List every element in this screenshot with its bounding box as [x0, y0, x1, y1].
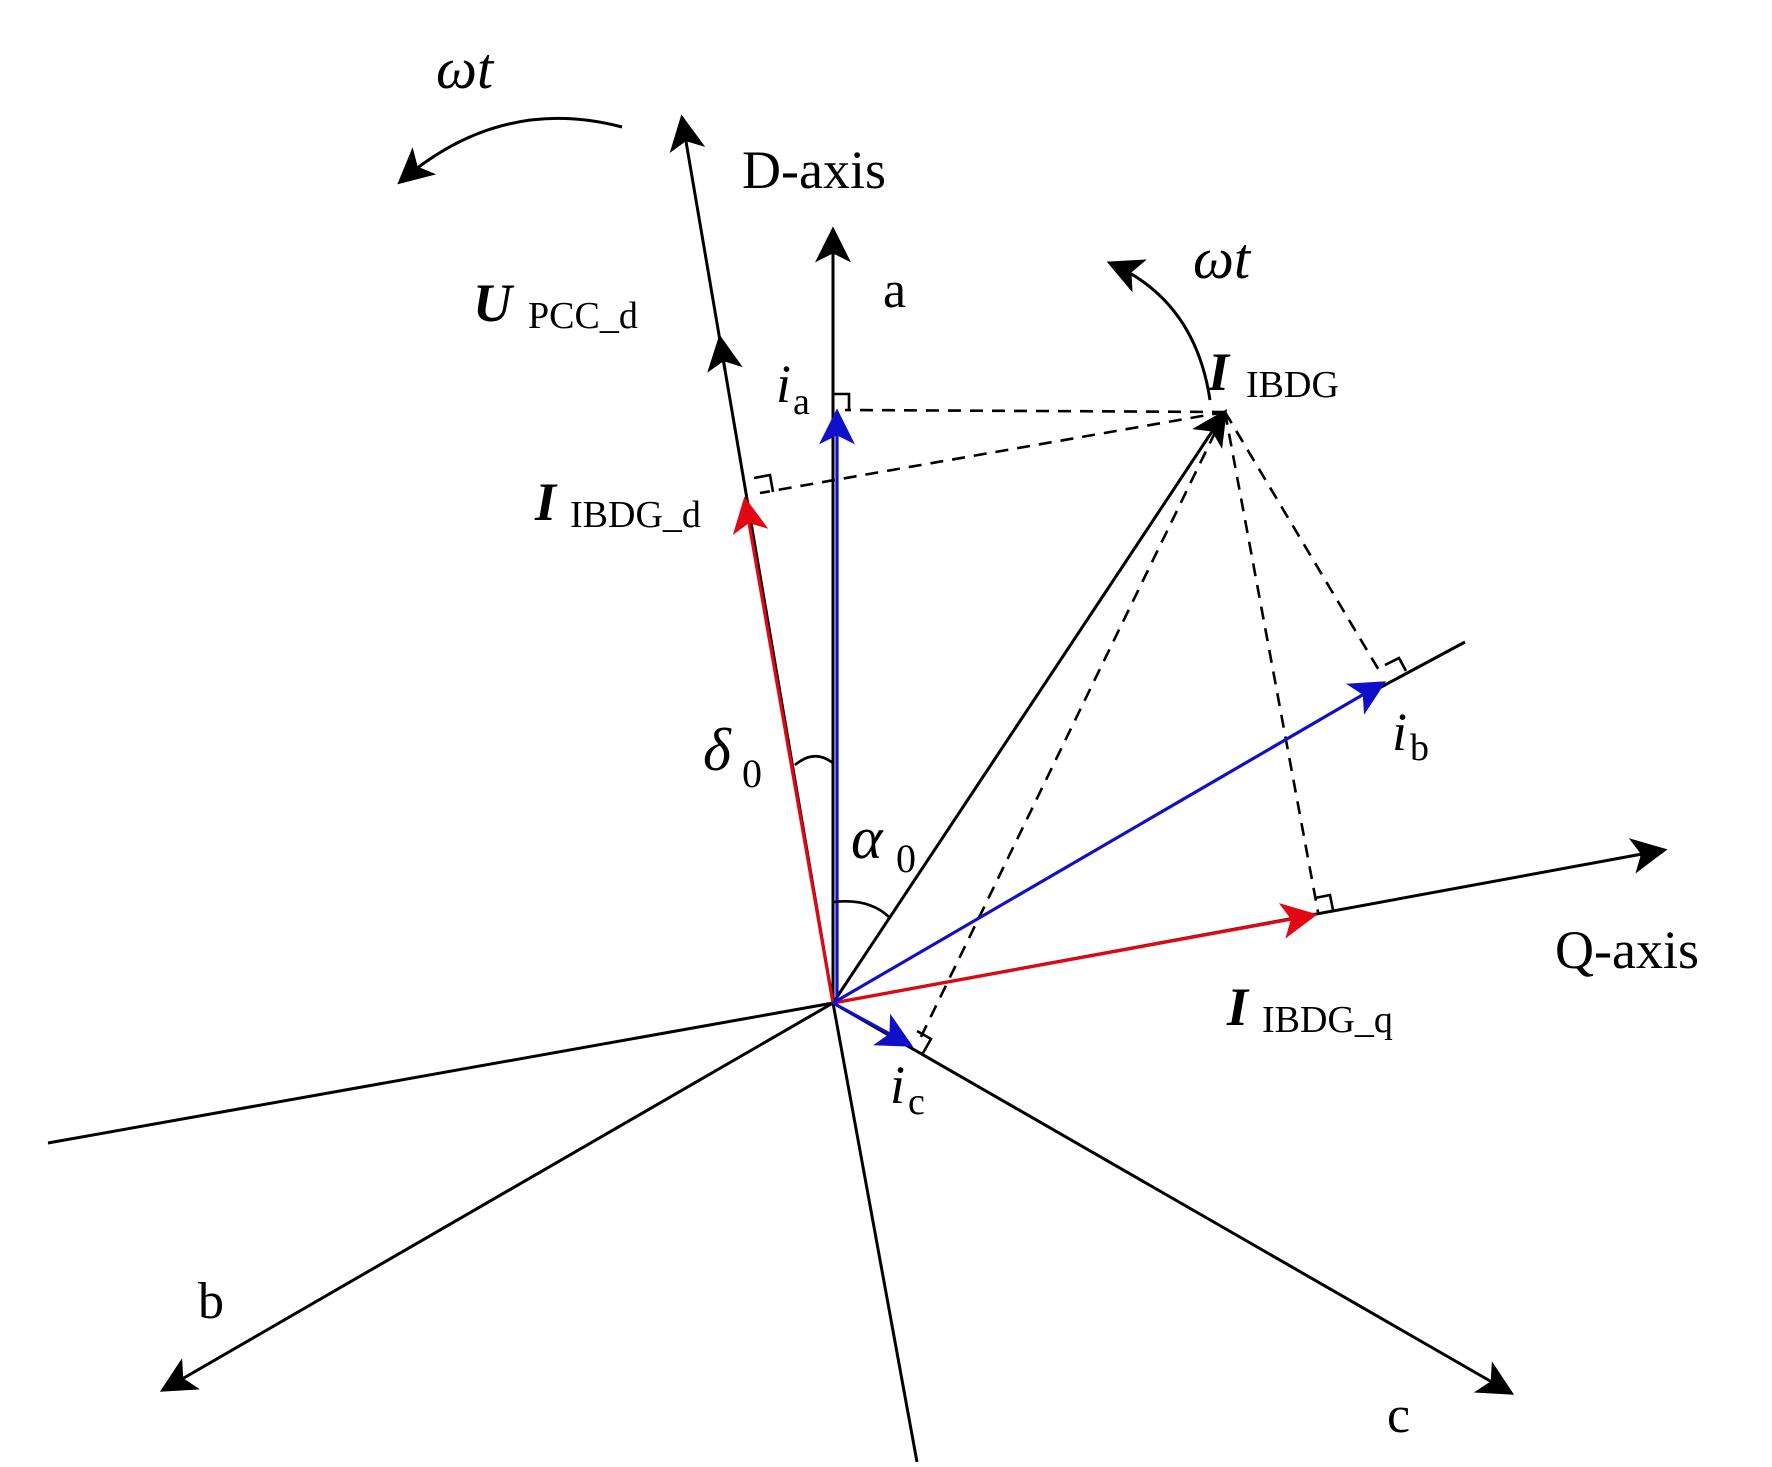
i-ibdg-d-label: I IBDG_d	[534, 472, 701, 536]
ic-phasor	[832, 1001, 914, 1047]
svg-text:U: U	[473, 273, 515, 333]
ic-label: i c	[890, 1055, 925, 1123]
rotation-arrows	[397, 116, 1212, 401]
svg-text:a: a	[793, 381, 810, 423]
d-axis-extension	[831, 1002, 919, 1463]
right-angle-ia	[833, 392, 851, 411]
u-pcc-d-arrowhead	[707, 334, 743, 373]
rotation-arrow-right	[1106, 259, 1212, 401]
proj-to-ic	[915, 411, 1227, 1046]
right-angle-ibdg-d	[753, 473, 775, 493]
svg-text:I: I	[1226, 977, 1250, 1037]
alpha-arc	[833, 900, 891, 919]
right-angle-ic	[916, 1029, 933, 1054]
projection-lines	[759, 408, 1382, 1046]
q-axis-extension	[47, 1001, 834, 1145]
u-pcc-d-label: U PCC_d	[473, 273, 638, 337]
ia-label: i a	[776, 354, 810, 423]
i-ibdg-q-label: I IBDG_q	[1226, 977, 1393, 1041]
svg-text:i: i	[890, 1055, 905, 1115]
right-angle-ibdg-q	[1314, 893, 1335, 911]
phase-a-label: a	[883, 262, 906, 319]
d-axis-label: D-axis	[742, 140, 886, 200]
i-ibdg-q-phasor	[832, 903, 1318, 1005]
phase-b-label: b	[198, 1273, 224, 1330]
svg-text:0: 0	[896, 836, 916, 881]
ib-axis-extension	[1369, 640, 1466, 695]
right-angle-markers	[753, 392, 1408, 1054]
svg-text:IBDG_q: IBDG_q	[1262, 999, 1393, 1041]
proj-to-ibdg-q	[1223, 411, 1320, 913]
b-axis-line	[159, 1001, 834, 1392]
svg-text:i: i	[1392, 702, 1407, 762]
svg-text:IBDG_d: IBDG_d	[570, 494, 701, 536]
omega-t-left-label: ωt	[436, 36, 495, 101]
svg-text:c: c	[908, 1081, 925, 1123]
proj-to-ia	[844, 408, 1226, 414]
red-phasors	[732, 496, 1318, 1005]
ib-label: i b	[1392, 702, 1429, 769]
proj-to-ib	[1223, 411, 1382, 673]
svg-text:I: I	[534, 472, 558, 532]
delta-arc	[794, 754, 835, 767]
right-angle-ib	[1384, 656, 1408, 672]
rotation-arrow-left	[397, 116, 623, 185]
svg-text:α: α	[851, 805, 884, 871]
i-ibdg-phasor	[831, 408, 1227, 1004]
q-axis-label: Q-axis	[1555, 920, 1699, 980]
svg-text:I: I	[1207, 342, 1231, 402]
proj-to-ibdg-d	[759, 410, 1226, 495]
phase-c-label: c	[1387, 1387, 1410, 1444]
alpha-label: α 0	[851, 805, 916, 881]
svg-text:i: i	[776, 354, 791, 414]
blue-phasors	[819, 408, 1387, 1047]
ib-phasor	[832, 681, 1387, 1005]
i-ibdg-label: I IBDG	[1207, 342, 1339, 406]
c-axis-line	[832, 1001, 1515, 1395]
omega-t-right-label: ωt	[1193, 226, 1252, 291]
svg-text:b: b	[1410, 727, 1429, 769]
svg-text:0: 0	[742, 751, 762, 796]
i-ibdg-d-phasor	[732, 496, 835, 1004]
svg-text:δ: δ	[703, 717, 732, 783]
svg-text:IBDG: IBDG	[1246, 364, 1339, 406]
svg-text:PCC_d: PCC_d	[528, 295, 638, 337]
angle-arcs	[794, 754, 891, 919]
axes	[47, 114, 1668, 1463]
delta-label: δ 0	[703, 717, 762, 796]
